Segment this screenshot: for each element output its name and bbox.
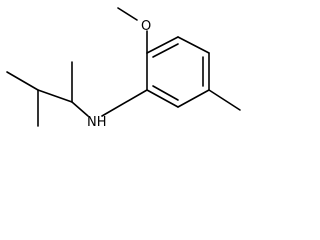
oxygen-atom-label: O xyxy=(141,19,151,34)
isopropyl-methyl-bond-1 xyxy=(6,71,39,91)
chain-carbon-bond xyxy=(37,89,73,103)
ring-nitrogen-bond xyxy=(101,89,148,117)
ring-methyl-bond xyxy=(208,89,241,111)
ring-double-bond-inner-3 xyxy=(152,85,179,101)
ring-bond-c1-c2 xyxy=(146,36,179,54)
ring-double-bond-inner-1 xyxy=(152,43,179,58)
ring-bond-c5-c6 xyxy=(146,89,179,108)
nitrogen-atom-label: NH xyxy=(87,115,107,130)
ring-bond-c4-c5 xyxy=(177,89,210,108)
chemical-structure: O NH xyxy=(6,7,241,130)
ring-bond-c2-c3 xyxy=(177,36,210,54)
nitrogen-chain-bond xyxy=(71,101,89,117)
methyl-oxygen-bond xyxy=(117,7,138,21)
